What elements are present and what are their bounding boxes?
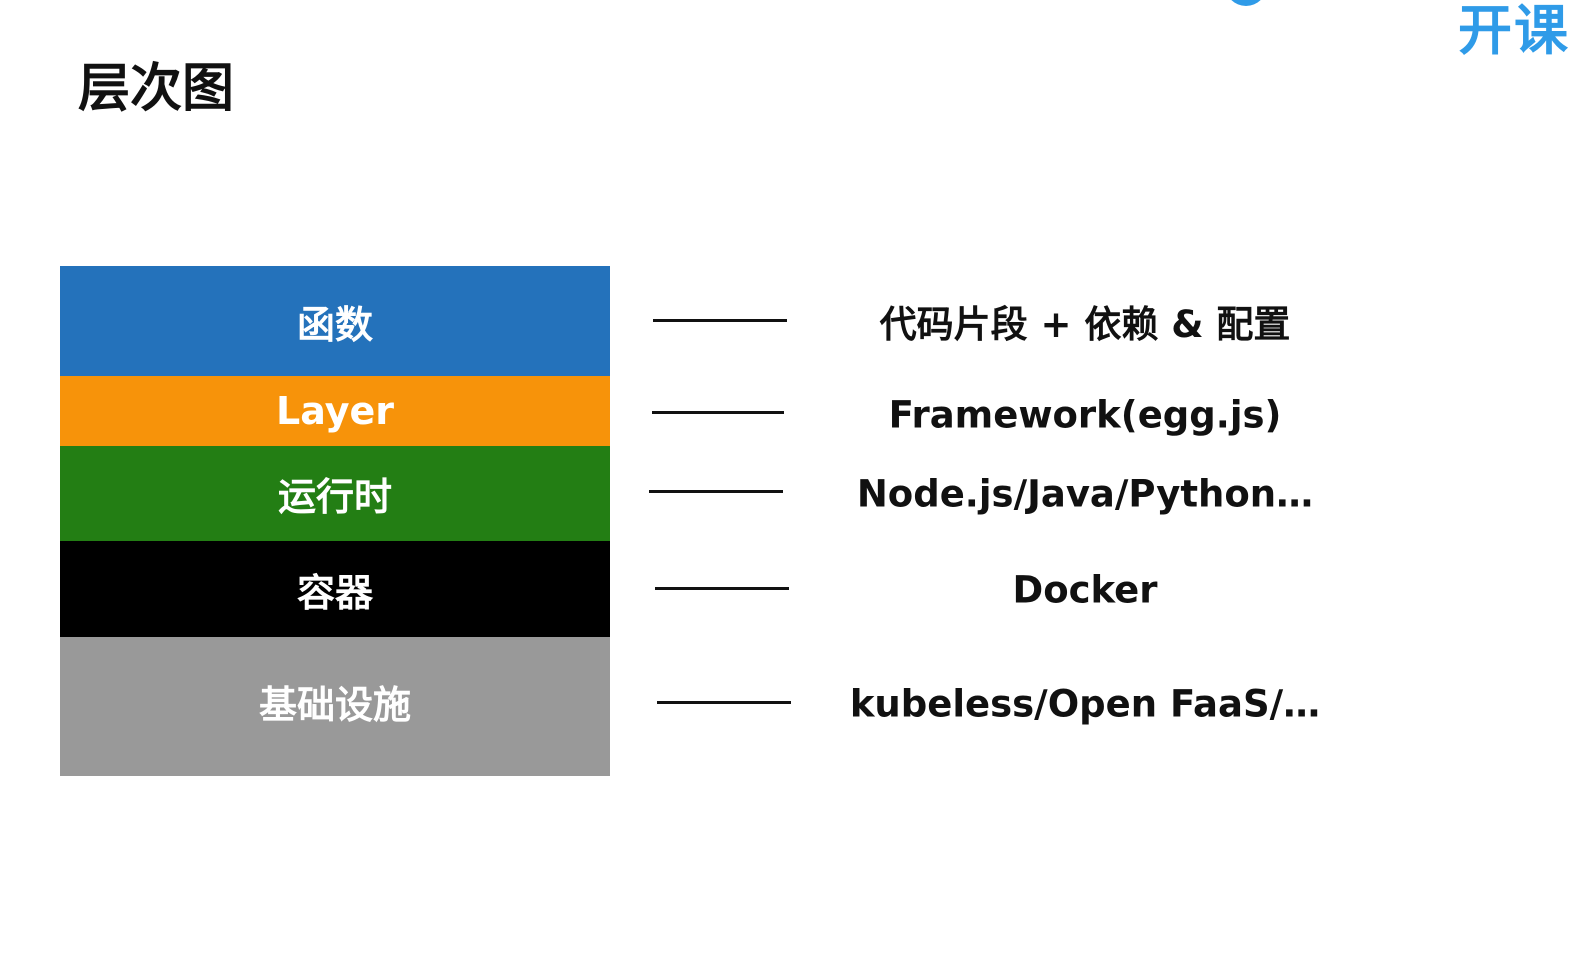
layer-infrastructure: 基础设施 (60, 637, 610, 776)
layer-container-label: 容器 (296, 570, 373, 615)
description-container: Docker (1012, 568, 1158, 612)
layer-runtime: 运行时 (60, 446, 610, 541)
connector-line-container (655, 587, 789, 590)
layer-container: 容器 (60, 541, 610, 637)
layer-runtime-label: 运行时 (277, 475, 392, 519)
connector-line-infrastructure (657, 701, 791, 704)
description-infrastructure: kubeless/Open FaaS/… (849, 682, 1321, 726)
layer-layer-label: Layer (276, 389, 394, 433)
description-function: 代码片段 + 依赖 & 配置 (879, 303, 1291, 346)
connector-line-runtime (649, 490, 783, 493)
layer-infrastructure-label: 基础设施 (258, 683, 411, 727)
layer-stack: 函数 Layer 运行时 容器 基础设施 (60, 266, 610, 776)
layer-function-label: 函数 (296, 302, 373, 347)
logo-mark (1225, 0, 1267, 6)
watermark-logo: 开课 (1458, 0, 1570, 62)
connector-line-layer (652, 411, 784, 414)
connector-line-function (653, 319, 787, 322)
layer-function: 函数 (60, 266, 610, 376)
page-title: 层次图 (78, 59, 235, 119)
description-runtime: Node.js/Java/Python… (856, 472, 1314, 516)
description-layer: Framework(egg.js) (888, 393, 1282, 437)
layer-layer: Layer (60, 376, 610, 446)
